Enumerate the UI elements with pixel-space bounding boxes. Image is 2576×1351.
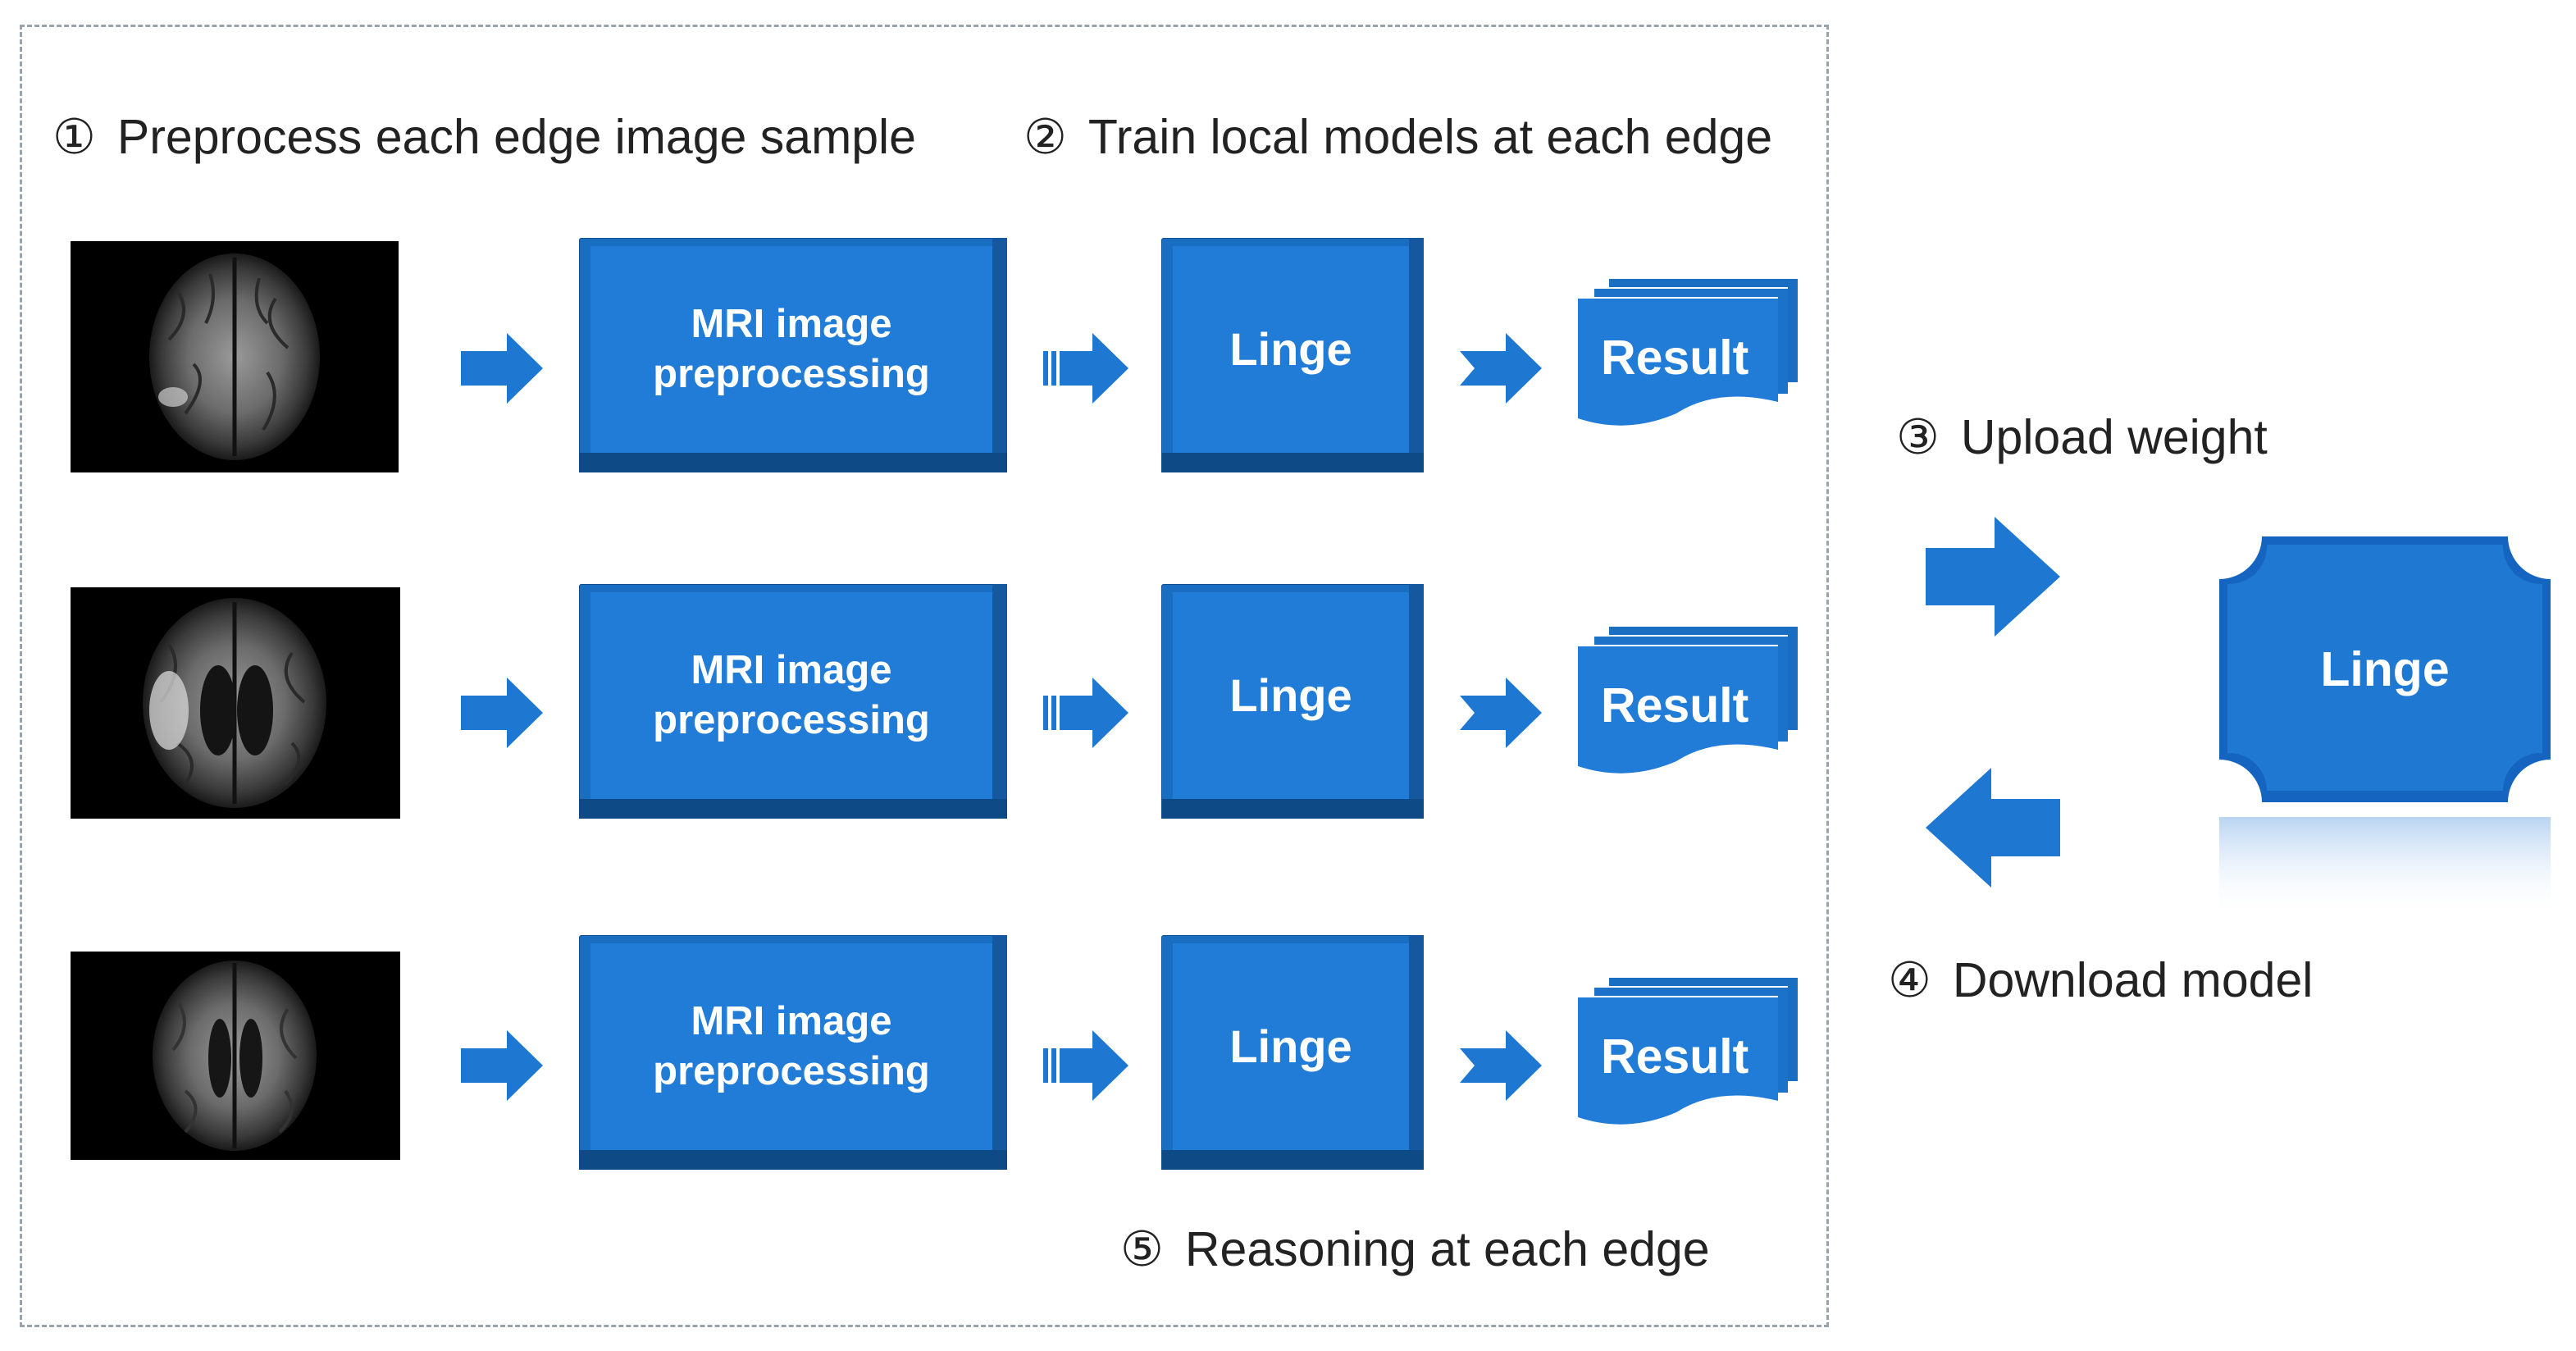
step4-label: ④ Download model [1888,956,2313,1005]
preprocess-box-2: MRI image preprocessing [579,584,1007,819]
download-arrow-icon [1926,768,2060,888]
step1-text: Preprocess each edge image sample [116,110,916,164]
result-label: Result [1601,331,1749,385]
local-model-box-2: Linge [1161,584,1424,819]
mri-image-2 [71,587,400,819]
flow-arrow-3c [1460,1030,1542,1105]
flow-arrow-2b [1043,678,1128,752]
document-stack-icon [1578,978,1798,1125]
upload-arrow-icon [1926,517,2060,637]
result-doc-3: Result [1578,978,1798,1134]
local-model-label: Linge [1229,323,1352,375]
flow-arrow-1a [461,333,543,408]
preprocess-box-3: MRI image preprocessing [579,935,1007,1170]
flow-arrow-3a [461,1030,543,1105]
mri-image-1 [71,241,399,472]
local-model-label: Linge [1229,1020,1352,1072]
mri-image-3 [71,952,400,1160]
flow-arrow-2c [1460,678,1542,752]
local-model-box-3: Linge [1161,935,1424,1170]
step2-text: Train local models at each edge [1087,110,1773,164]
document-stack-icon [1578,279,1798,426]
step2-label: ② Train local models at each edge [1024,113,1772,162]
striped-right-arrow-icon [1043,678,1128,748]
step4-text: Download model [1952,953,2314,1007]
preprocess-line2: preprocessing [653,698,930,742]
chevron-right-arrow-icon [1460,333,1542,404]
document-stack-icon [1578,627,1798,774]
step5-text: Reasoning at each edge [1184,1222,1710,1276]
brain-scan-icon [153,961,317,1151]
edge-region-border [20,25,1829,1327]
rounded-plaque-icon [2213,530,2557,919]
flow-arrow-2a [461,678,543,752]
global-model-label: Linge [2320,642,2450,696]
striped-right-arrow-icon [1043,333,1128,404]
step3-text: Upload weight [1960,410,2268,464]
right-arrow-icon [461,333,543,404]
preprocess-line2: preprocessing [653,352,930,396]
step2-number: ② [1024,110,1067,164]
step3-label: ③ Upload weight [1896,413,2268,462]
brain-scan-icon [143,598,326,808]
step1-label: ① Preprocess each edge image sample [52,113,916,162]
local-model-label: Linge [1229,669,1352,721]
chevron-right-arrow-icon [1460,678,1542,748]
step1-number: ① [52,110,96,164]
right-arrow-icon [461,1030,543,1101]
step3-number: ③ [1896,410,1940,464]
striped-right-arrow-icon [1043,1030,1128,1101]
result-label: Result [1601,678,1749,733]
global-model-box: Linge [2213,530,2557,919]
step5-number: ⑤ [1120,1222,1164,1276]
right-arrow-icon [461,678,543,748]
step4-number: ④ [1888,953,1931,1007]
local-model-box-1: Linge [1161,238,1424,472]
brain-scan-icon [149,253,320,460]
preprocess-line1: MRI image [691,301,892,346]
upload-arrow [1926,517,2060,641]
preprocess-line2: preprocessing [653,1049,930,1093]
preprocess-box-1: MRI image preprocessing [579,238,1007,472]
result-label: Result [1601,1029,1749,1084]
download-arrow [1926,768,2060,892]
result-doc-2: Result [1578,627,1798,783]
chevron-right-arrow-icon [1460,1030,1542,1101]
flow-arrow-1c [1460,333,1542,408]
flow-arrow-1b [1043,333,1128,408]
preprocess-line1: MRI image [691,998,892,1043]
step5-label: ⑤ Reasoning at each edge [1120,1225,1710,1274]
flow-arrow-3b [1043,1030,1128,1105]
result-doc-1: Result [1578,279,1798,435]
preprocess-line1: MRI image [691,647,892,692]
